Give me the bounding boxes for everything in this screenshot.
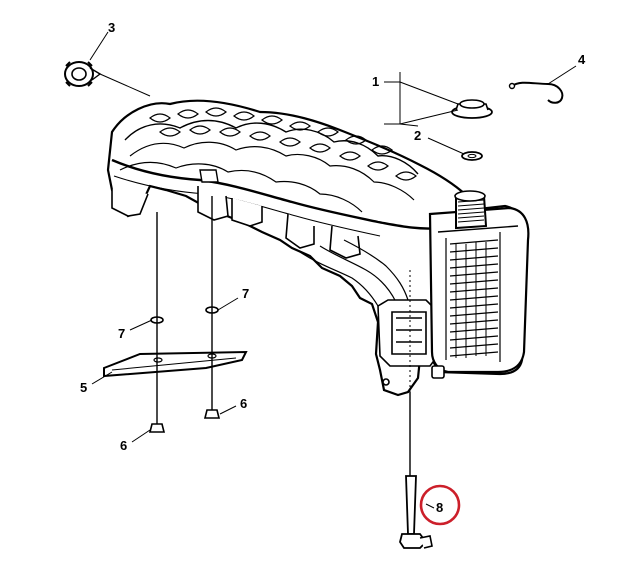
callout-1: 1 xyxy=(372,74,379,89)
cap-part-3 xyxy=(64,61,102,87)
callout-5: 5 xyxy=(80,380,87,395)
assembly-lines xyxy=(156,196,411,476)
callout-7a: 7 xyxy=(118,326,125,341)
callout-2: 2 xyxy=(414,128,421,143)
bracket-plate-part-5 xyxy=(103,350,248,378)
callout-6b: 6 xyxy=(240,396,247,411)
clip-part-4 xyxy=(508,81,564,104)
callout-6a: 6 xyxy=(120,438,127,453)
o-ring-part-2 xyxy=(461,151,483,161)
callout-4: 4 xyxy=(578,52,586,67)
callout-8: 8 xyxy=(436,500,443,515)
callout-7b: 7 xyxy=(242,286,249,301)
highlight-circle xyxy=(419,484,461,526)
cap-part-1 xyxy=(451,99,493,119)
callout-3: 3 xyxy=(108,20,115,35)
leader-lines xyxy=(89,31,577,509)
nut-part-6a xyxy=(148,423,166,433)
intake-manifold xyxy=(106,99,530,397)
nut-part-6b xyxy=(203,409,221,419)
sensor-part-8 xyxy=(399,475,433,549)
